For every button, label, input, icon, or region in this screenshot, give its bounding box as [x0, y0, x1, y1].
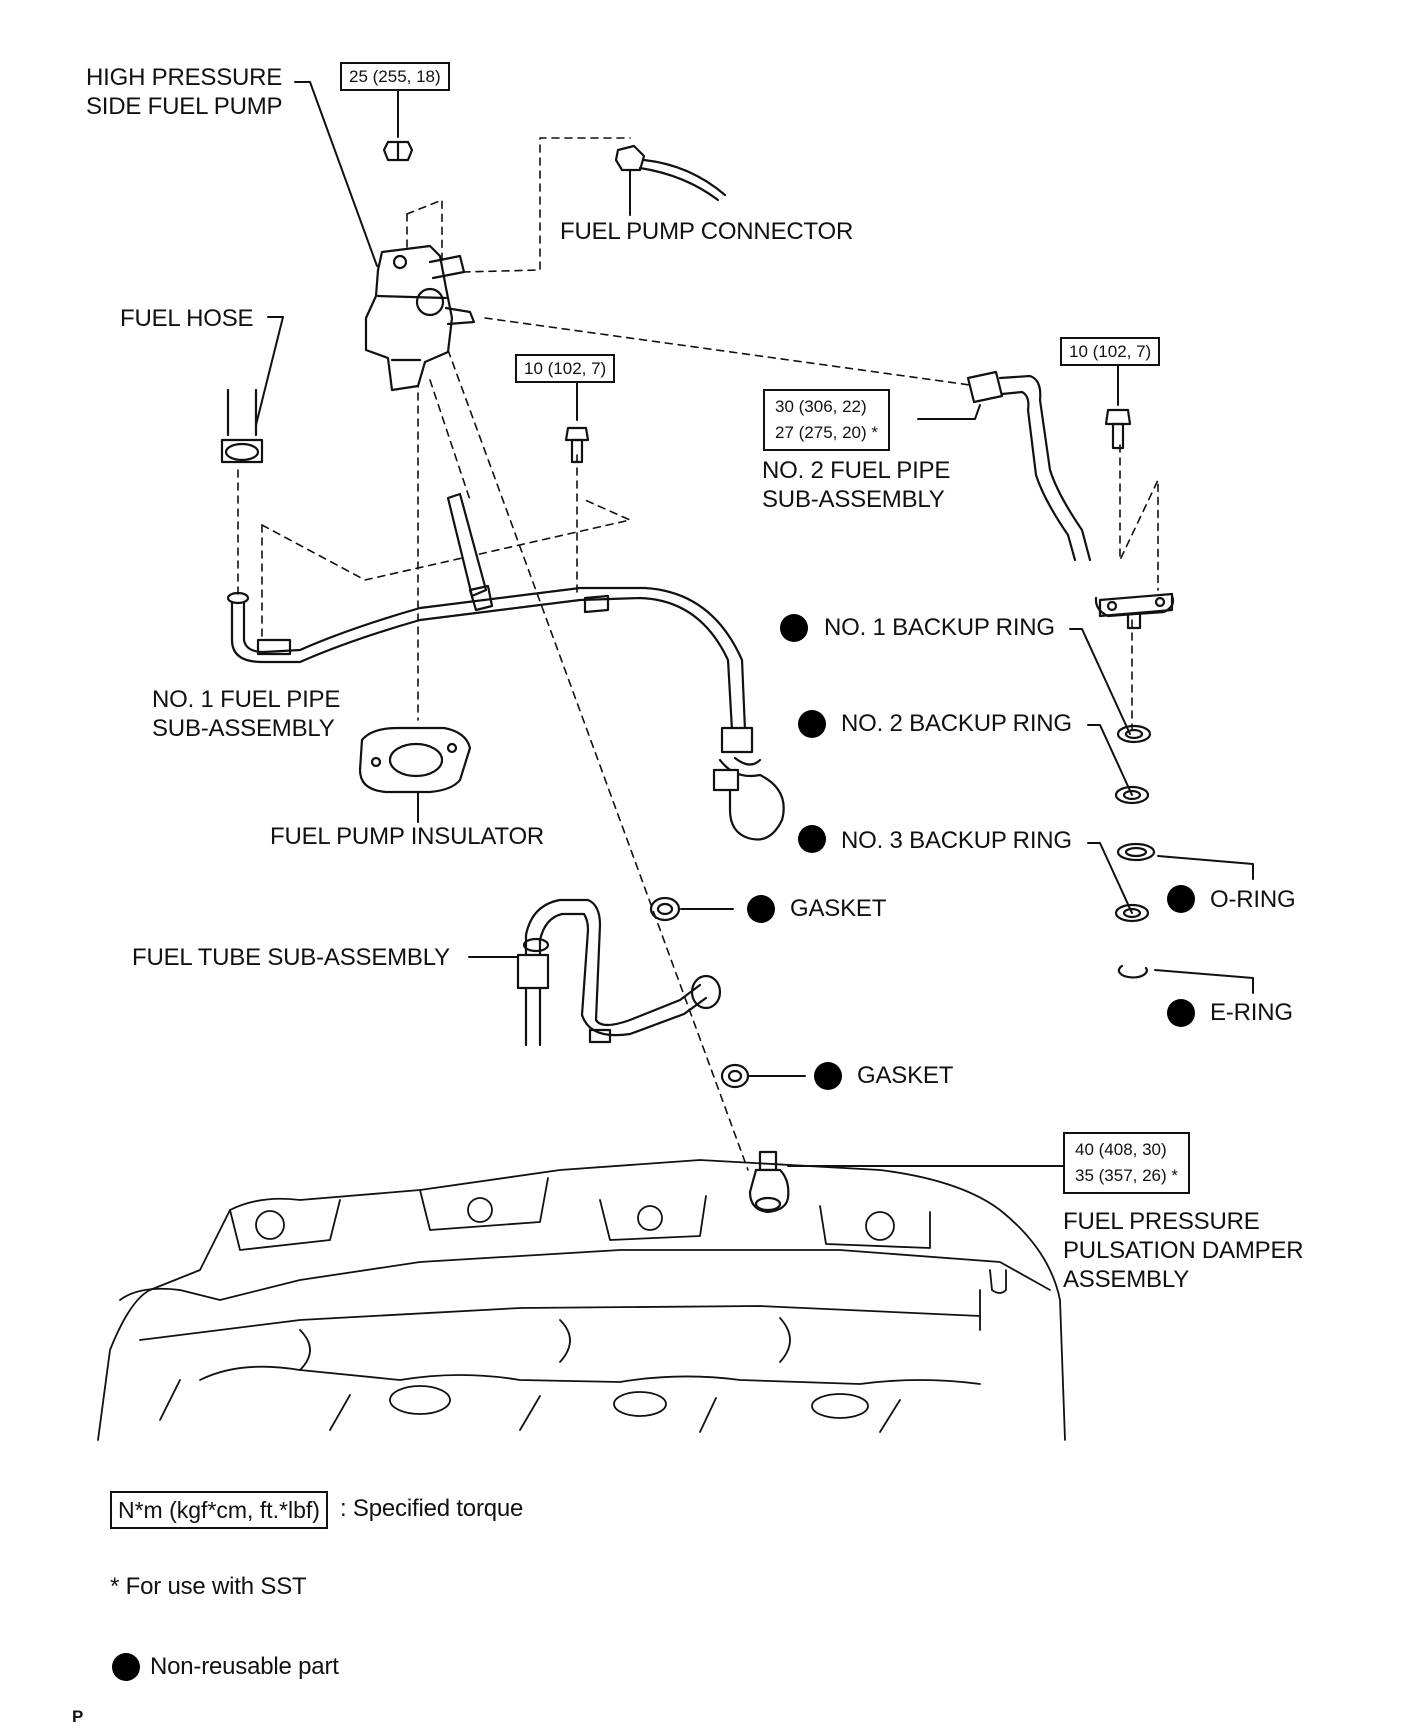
non-reusable-icon — [112, 1653, 140, 1681]
pump-nut-drawing — [382, 140, 414, 162]
gaskets-drawing — [649, 896, 750, 1089]
label-pulsation-damper: FUEL PRESSURE PULSATION DAMPER ASSEMBLY — [1063, 1208, 1304, 1293]
non-reusable-icon — [1167, 885, 1195, 913]
non-reusable-icon — [798, 710, 826, 738]
label-fuel-tube: FUEL TUBE SUB-ASSEMBLY — [132, 944, 450, 971]
non-reusable-icon — [798, 825, 826, 853]
legend-torque-unit: N*m (kgf*cm, ft.*lbf) — [110, 1491, 328, 1529]
torque-damper-sst: 35 (357, 26) * — [1075, 1166, 1179, 1185]
label-no1-fuel-pipe: NO. 1 FUEL PIPE SUB-ASSEMBLY — [152, 686, 341, 742]
label-e-ring: E-RING — [1210, 999, 1293, 1026]
rings-drawing — [1114, 724, 1156, 979]
fuel-tube-drawing — [516, 898, 722, 1047]
label-no2-fuel-pipe: NO. 2 FUEL PIPE SUB-ASSEMBLY — [762, 457, 951, 513]
label-fuel-hose: FUEL HOSE — [120, 305, 254, 332]
alignment-dashes — [237, 137, 1159, 1171]
legend-torque-desc: : Specified torque — [340, 1495, 524, 1522]
torque-pump-nut: 25 (255, 18) — [340, 62, 450, 91]
torque-pipe2-union-sst: 27 (275, 20) * — [775, 423, 879, 442]
footer-mark: P — [72, 1707, 84, 1726]
torque-damper: 40 (408, 30) 35 (357, 26) * — [1063, 1132, 1191, 1194]
label-no1-backup-ring: NO. 1 BACKUP RING — [824, 614, 1055, 641]
no2-fuel-pipe-drawing — [966, 370, 1175, 630]
label-gasket-lower: GASKET — [857, 1062, 954, 1089]
torque-pipe2-bolt: 10 (102, 7) — [1060, 337, 1161, 366]
no1-fuel-pipe-drawing — [226, 586, 785, 841]
label-no2-backup-ring: NO. 2 BACKUP RING — [841, 710, 1072, 737]
connector-drawing — [614, 144, 727, 202]
torque-pipe2-union: 30 (306, 22) 27 (275, 20) * — [763, 389, 891, 451]
pipe1-bolt-drawing — [564, 426, 590, 464]
leader-lines — [255, 81, 1254, 1167]
label-fuel-pump-insulator: FUEL PUMP INSULATOR — [270, 823, 545, 850]
torque-pipe1-bolt: 10 (102, 7) — [515, 354, 616, 383]
insulator-drawing — [358, 726, 472, 794]
damper-drawing — [748, 1150, 790, 1214]
injector-rod-drawing — [446, 492, 494, 612]
label-no3-backup-ring: NO. 3 BACKUP RING — [841, 827, 1072, 854]
non-reusable-icon — [747, 895, 775, 923]
torque-pipe2-union-standard: 30 (306, 22) — [775, 397, 867, 416]
legend-non-reusable: Non-reusable part — [150, 1653, 339, 1680]
legend-sst-note: * For use with SST — [110, 1573, 307, 1600]
non-reusable-icon — [814, 1062, 842, 1090]
label-high-pressure-pump: HIGH PRESSURE SIDE FUEL PUMP — [86, 64, 283, 120]
non-reusable-icon — [1167, 999, 1195, 1027]
high-pressure-pump-drawing — [364, 244, 476, 392]
label-gasket-upper: GASKET — [790, 895, 887, 922]
engine-outline-drawing — [97, 1159, 1066, 1441]
non-reusable-icon — [780, 614, 808, 642]
label-fuel-pump-connector: FUEL PUMP CONNECTOR — [560, 218, 854, 245]
label-o-ring: O-RING — [1210, 886, 1296, 913]
torque-damper-standard: 40 (408, 30) — [1075, 1140, 1167, 1159]
fuel-hose-drawing — [220, 388, 264, 464]
pipe2-bolt-drawing — [1104, 408, 1132, 450]
